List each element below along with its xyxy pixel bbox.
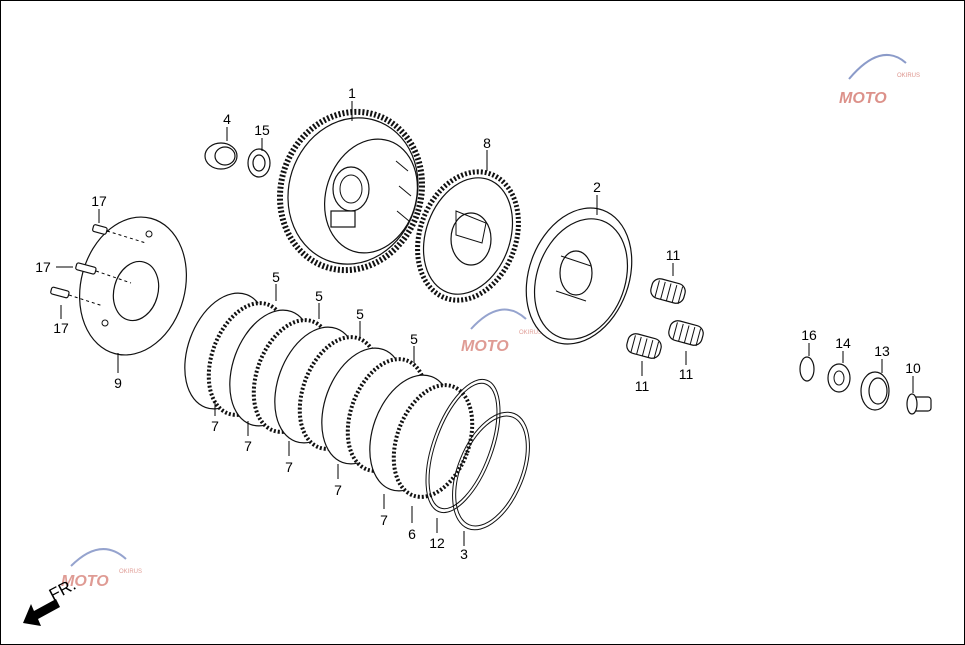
bearing-part-13: [860, 371, 890, 411]
label-part-4: 4: [223, 111, 231, 127]
label-part-7: 7: [244, 438, 252, 454]
washer-part-16: [799, 356, 815, 382]
bolt-part-17: [92, 224, 147, 244]
leader-lines: [56, 101, 914, 546]
label-part-11: 11: [679, 366, 694, 382]
label-part-8: 8: [483, 135, 491, 151]
label-part-15: 15: [254, 122, 270, 138]
watermark-text: MOTO: [839, 90, 887, 107]
clutch-outer-part-1: [276, 108, 426, 274]
label-part-13: 13: [874, 343, 890, 359]
label-part-17: 17: [91, 193, 107, 209]
label-part-7: 7: [334, 482, 342, 498]
label-part-16: 16: [801, 327, 817, 343]
label-part-6: 6: [408, 526, 416, 542]
nut-part-14: [827, 363, 851, 393]
label-part-5: 5: [315, 288, 323, 304]
clutch-center-part-2: [525, 207, 633, 345]
watermark-top-right: MOTO OKIRUS: [839, 54, 920, 107]
ring-part-12: [425, 378, 501, 514]
label-part-7: 7: [285, 459, 293, 475]
clutch-plate-stack: [184, 292, 475, 499]
watermark-text: MOTO: [461, 338, 509, 355]
bolt-part-17: [75, 262, 132, 284]
watermark-small-text: OKIRUS: [119, 569, 142, 575]
label-part-17: 17: [53, 320, 69, 336]
collar-part-4: [204, 142, 238, 170]
spring-part-11: [650, 278, 686, 305]
watermark-text: MOTO: [61, 573, 109, 590]
arrow-left-down-icon: [23, 599, 60, 626]
watermark-small-text: OKIRUS: [897, 73, 920, 79]
spring-part-11: [626, 333, 662, 360]
bolt-part-17: [50, 286, 104, 307]
front-direction-indicator: FR.: [23, 575, 79, 626]
label-part-11: 11: [635, 378, 650, 394]
label-part-11: 11: [666, 247, 681, 263]
label-part-3: 3: [460, 546, 468, 562]
ring-part-3: [452, 411, 530, 531]
rod-part-10: [906, 393, 932, 415]
label-part-9: 9: [114, 375, 122, 391]
label-part-2: 2: [593, 179, 601, 195]
label-part-7: 7: [211, 418, 219, 434]
pressure-plate-part-9: [79, 216, 187, 356]
watermark-small-text: OKIRUS: [519, 330, 542, 336]
label-part-5: 5: [272, 269, 280, 285]
spring-part-11: [668, 320, 704, 347]
label-part-12: 12: [429, 535, 445, 551]
label-part-10: 10: [905, 360, 921, 376]
label-part-17: 17: [35, 259, 51, 275]
part-labels: 1 2 3 4 5 5 5 5 6 7 7 7 7 7 8 9 10 11 11…: [35, 85, 921, 562]
label-part-5: 5: [410, 331, 418, 347]
label-part-1: 1: [348, 85, 356, 101]
label-part-5: 5: [356, 306, 364, 322]
label-part-7: 7: [380, 512, 388, 528]
washer-part-15: [247, 148, 271, 178]
watermark-bottom-left: MOTO OKIRUS: [61, 548, 142, 590]
drive-plate-part-8: [415, 169, 521, 303]
label-part-14: 14: [835, 335, 851, 351]
watermark-center: MOTO OKIRUS: [461, 308, 542, 355]
